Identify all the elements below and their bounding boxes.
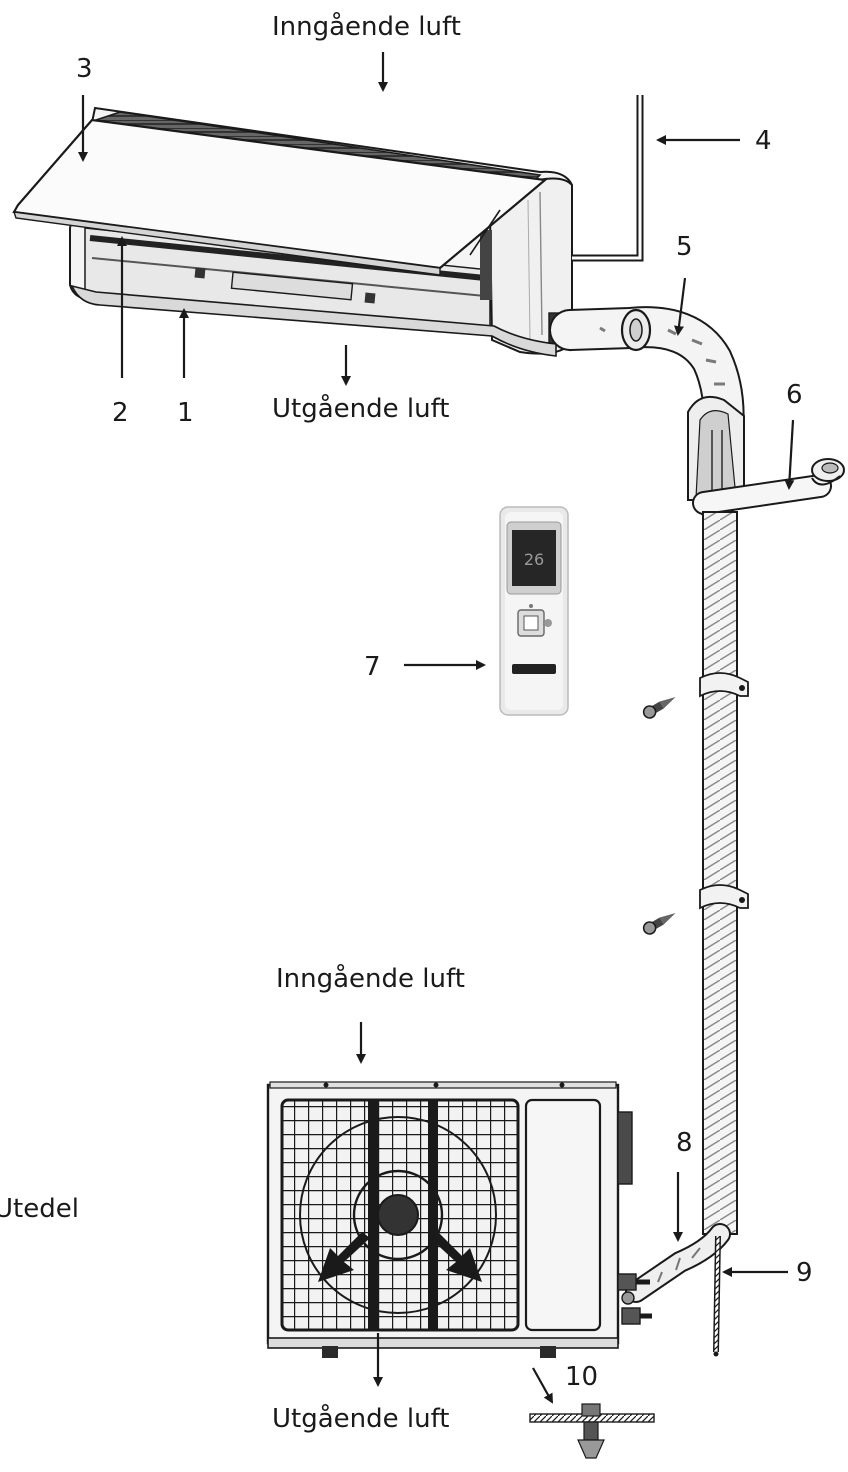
callout-10: 10 bbox=[565, 1362, 599, 1392]
air-outlet-label-top: Utgående luft bbox=[272, 394, 450, 424]
screw bbox=[642, 913, 676, 935]
callout-3: 3 bbox=[76, 54, 93, 84]
indoor-unit bbox=[12, 106, 574, 357]
callout-4: 4 bbox=[755, 126, 772, 156]
remote-control: 26 bbox=[499, 506, 569, 716]
outdoor-unit bbox=[266, 1081, 652, 1358]
callout-5: 5 bbox=[676, 232, 693, 262]
callout-1: 1 bbox=[177, 398, 194, 428]
air-intake-label-top: Inngående luft bbox=[272, 12, 461, 42]
screw bbox=[642, 697, 676, 719]
svg-text:26: 26 bbox=[524, 550, 544, 569]
drain-hose bbox=[692, 458, 845, 515]
air-outlet-label-bottom: Utgående luft bbox=[272, 1404, 450, 1434]
callout-8: 8 bbox=[676, 1128, 693, 1158]
drain-joint bbox=[529, 1403, 655, 1459]
callout-7: 7 bbox=[364, 652, 381, 682]
callout-9: 9 bbox=[796, 1258, 813, 1288]
callout-6: 6 bbox=[786, 380, 803, 410]
callout-2: 2 bbox=[112, 398, 129, 428]
outdoor-unit-label: Utedel bbox=[0, 1194, 79, 1224]
air-intake-label-bottom: Inngående luft bbox=[276, 964, 465, 994]
wall-pipe bbox=[572, 95, 644, 262]
pointer-arrows bbox=[78, 52, 795, 1404]
vertical-piping bbox=[625, 511, 749, 1357]
